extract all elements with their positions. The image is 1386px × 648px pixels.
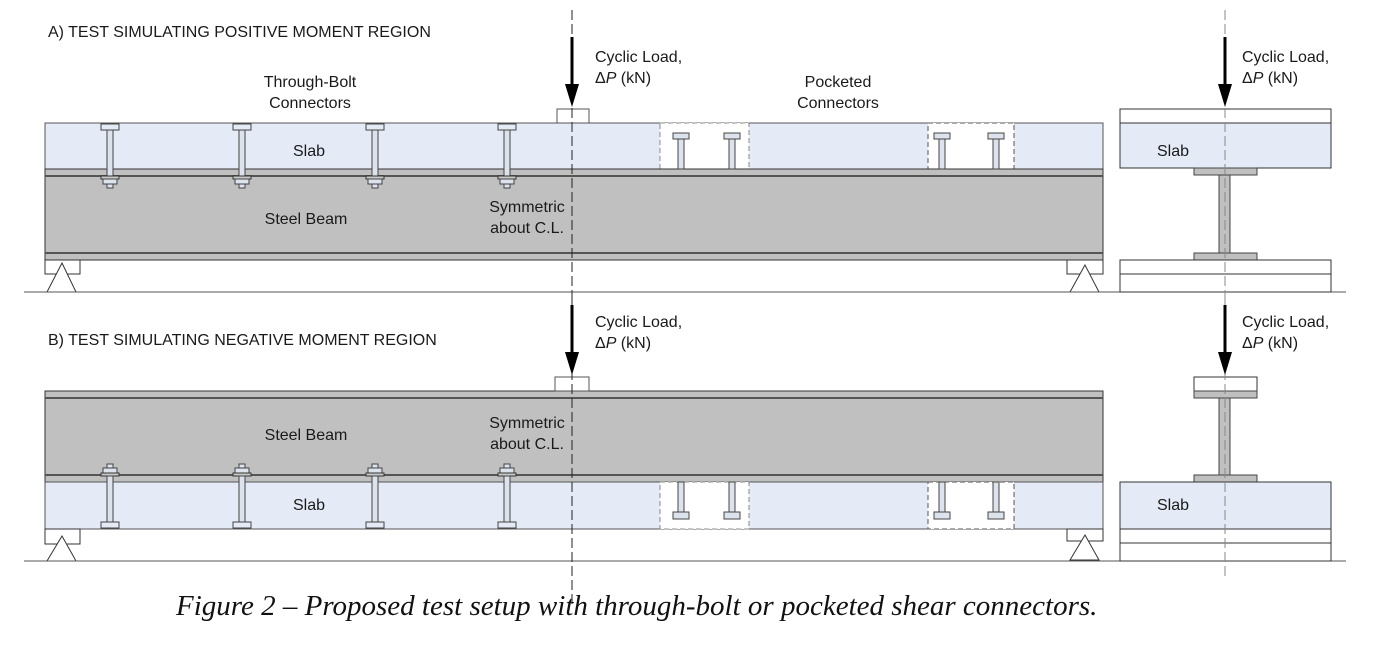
panel-a-title: A) TEST SIMULATING POSITIVE MOMENT REGIO… — [48, 24, 431, 41]
panel-a-pocketed-studs — [672, 132, 1005, 170]
panel-a-symmetric-label-1: Symmetric — [489, 199, 565, 216]
panel-a-stud-1 — [672, 132, 690, 170]
panel-b-right-roller-support — [1069, 534, 1100, 561]
panel-a-through-bolt-3 — [365, 123, 385, 189]
panel-a-load-label-2: ΔP (kN) — [595, 70, 651, 87]
panel-b-title: B) TEST SIMULATING NEGATIVE MOMENT REGIO… — [48, 332, 437, 349]
panel-a-through-bolt-label-2: Connectors — [269, 95, 351, 112]
panel-a-pocketed-label-2: Connectors — [797, 95, 879, 112]
panel-a-section-load-label-1: Cyclic Load, — [1242, 49, 1329, 66]
panel-a-cross-section: Slab Cyclic Load, ΔP (kN) — [1119, 10, 1332, 300]
figure-caption: Figure 2 – Proposed test setup with thro… — [175, 590, 1097, 622]
panel-b-pocket-1 — [659, 481, 750, 530]
panel-b-through-bolts — [100, 463, 517, 529]
panel-a-load-plate — [556, 108, 590, 124]
panel-a-section-slab-label: Slab — [1157, 143, 1189, 160]
panel-b-load-label-1: Cyclic Load, — [595, 314, 682, 331]
panel-b-load-arrow-head — [565, 352, 579, 375]
panel-b-section-slab-label: Slab — [1157, 497, 1189, 514]
panel-a-steel-beam — [44, 168, 1104, 261]
panel-b-steel-beam-label: Steel Beam — [265, 427, 348, 444]
panel-a-pocketed-label-1: Pocketed — [805, 74, 872, 91]
panel-a-through-bolt-1 — [100, 123, 120, 189]
panel-a-through-bolt-2 — [232, 123, 252, 189]
panel-b-symmetric-label-2: about C.L. — [490, 436, 564, 453]
panel-b-through-bolt-2 — [232, 463, 252, 529]
panel-a-pocket-1 — [659, 122, 750, 170]
panel-a-slab — [44, 122, 1104, 170]
panel-b-section-load-label-1: Cyclic Load, — [1242, 314, 1329, 331]
panel-a-stud-4 — [987, 132, 1005, 170]
panel-b-section-load-arrow-head — [1218, 352, 1232, 375]
panel-b-stud-3 — [933, 481, 951, 520]
panel-a-slab-label: Slab — [293, 143, 325, 160]
panel-a-positive-moment: A) TEST SIMULATING POSITIVE MOMENT REGIO… — [24, 10, 1346, 300]
panel-b-cross-section: Slab Cyclic Load, ΔP (kN) — [1119, 300, 1332, 580]
panel-a-through-bolt-label-1: Through-Bolt — [264, 74, 357, 91]
panel-a-load-arrow-head — [565, 84, 579, 107]
panel-b-slab-label: Slab — [293, 497, 325, 514]
panel-b-stud-1 — [672, 481, 690, 520]
panel-b-steel-beam — [44, 390, 1104, 483]
panel-b-slab — [44, 481, 1104, 530]
panel-a-steel-beam-label: Steel Beam — [265, 211, 348, 228]
panel-a-section-load-label-2: ΔP (kN) — [1242, 70, 1298, 87]
panel-b-pocketed-studs — [672, 481, 1005, 520]
panel-b-stud-2 — [723, 481, 741, 520]
panel-a-symmetric-label-2: about C.L. — [490, 220, 564, 237]
panel-b-section-load-label-2: ΔP (kN) — [1242, 335, 1298, 352]
panel-a-load-label-1: Cyclic Load, — [595, 49, 682, 66]
panel-b-through-bolt-1 — [100, 463, 120, 529]
panel-b-negative-moment: B) TEST SIMULATING NEGATIVE MOMENT REGIO… — [24, 300, 1346, 605]
panel-b-symmetric-label-1: Symmetric — [489, 415, 565, 432]
panel-a-through-bolt-4 — [497, 123, 517, 189]
panel-a-through-bolts — [100, 123, 517, 189]
panel-b-stud-4 — [987, 481, 1005, 520]
panel-b-through-bolt-3 — [365, 463, 385, 529]
panel-a-stud-3 — [933, 132, 951, 170]
panel-b-load-label-2: ΔP (kN) — [595, 335, 651, 352]
panel-b-through-bolt-4 — [497, 463, 517, 529]
panel-a-section-load-arrow-head — [1218, 84, 1232, 107]
panel-a-stud-2 — [723, 132, 741, 170]
